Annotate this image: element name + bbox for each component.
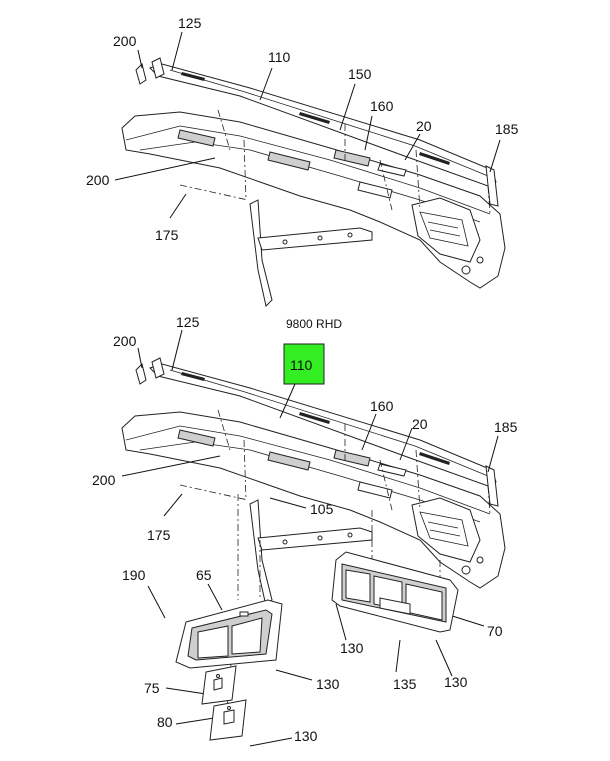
bottom-leader-lines (121, 329, 499, 747)
callout-200-bottom-a: 200 (113, 333, 137, 349)
callout-160-top: 160 (370, 98, 394, 114)
callout-20-bottom: 20 (412, 416, 428, 432)
callout-190: 190 (122, 567, 146, 583)
cover-plate-80 (209, 699, 247, 741)
callout-125-top: 125 (178, 15, 202, 31)
callout-175-top: 175 (155, 227, 179, 243)
cover-plate-75 (201, 665, 237, 705)
callout-130-d: 130 (294, 728, 318, 744)
callout-200-bottom-b: 200 (92, 472, 116, 488)
top-callouts: 125 200 110 150 160 20 185 200 175 (86, 15, 519, 243)
callout-70: 70 (487, 623, 503, 639)
callout-200-top-a: 200 (113, 33, 137, 49)
callout-185-top: 185 (495, 121, 519, 137)
top-dashboard-assembly (121, 57, 506, 307)
callout-105-bottom: 105 (310, 501, 334, 517)
callout-135: 135 (393, 676, 417, 692)
highlight-label: 110 (290, 357, 313, 373)
callout-130-c: 130 (444, 674, 468, 690)
callout-65: 65 (196, 567, 212, 583)
bottom-callouts: 125 200 160 20 185 200 105 175 190 65 13… (92, 314, 518, 744)
highlight-box (283, 343, 325, 385)
callout-185-bottom: 185 (494, 419, 518, 435)
callout-175-bottom: 175 (147, 527, 171, 543)
highlight-part-110[interactable]: 110 (283, 343, 325, 385)
callout-75: 75 (144, 680, 160, 696)
diagram-caption: 9800 RHD (286, 317, 342, 331)
callout-130-a: 130 (340, 640, 364, 656)
callout-200-top-b: 200 (86, 172, 110, 188)
left-gauge-panel (175, 599, 283, 669)
callout-110-top: 110 (268, 49, 291, 65)
callout-20-top: 20 (416, 118, 432, 134)
top-leader-lines (114, 31, 501, 219)
callout-160-bottom: 160 (370, 398, 394, 414)
callout-150-top: 150 (348, 66, 372, 82)
callout-125-bottom: 125 (176, 314, 200, 330)
callout-80: 80 (157, 714, 173, 730)
bottom-dashboard-assembly (121, 357, 506, 607)
right-gauge-panel (331, 551, 459, 633)
callout-130-b: 130 (316, 676, 340, 692)
